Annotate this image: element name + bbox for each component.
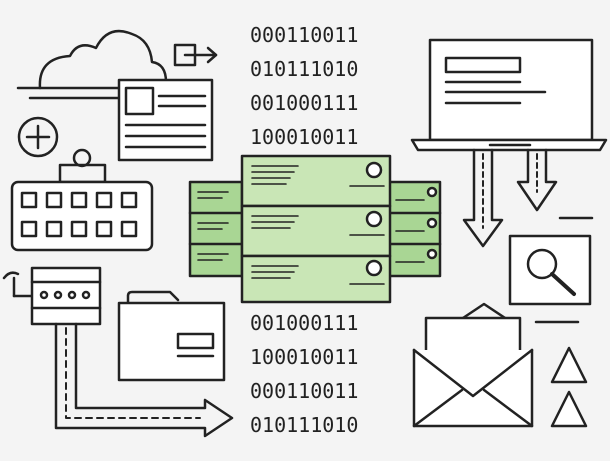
magnifier-card-icon: [508, 234, 592, 306]
envelope-letter-icon: [412, 302, 580, 428]
binary-line: 100010011: [250, 125, 358, 149]
keypad-device-icon: [10, 148, 154, 252]
plus-circle-icon: [17, 116, 59, 158]
binary-top-block: 000110011 010111010 001000111 100010011: [250, 23, 358, 149]
binary-line: 000110011: [250, 379, 358, 403]
document-card-icon: [117, 78, 214, 162]
binary-line: 010111010: [250, 413, 358, 437]
folder-icon: [117, 290, 226, 382]
laptop-icon: [410, 38, 608, 152]
binary-bottom-block: 001000111 100010011 000110011 010111010: [250, 311, 358, 437]
binary-line: 000110011: [250, 23, 358, 47]
dashed-arrow-icon: [54, 322, 234, 438]
router-icon: [2, 266, 102, 326]
cloud-icon: [16, 29, 168, 100]
export-arrow-icon: [173, 43, 218, 67]
triangle-icon: [550, 346, 588, 428]
server-stack-icon: [188, 154, 442, 304]
download-arrows-icon: [462, 148, 594, 248]
binary-line: 001000111: [250, 91, 358, 115]
binary-line: 010111010: [250, 57, 358, 81]
binary-line: 001000111: [250, 311, 358, 335]
binary-line: 100010011: [250, 345, 358, 369]
